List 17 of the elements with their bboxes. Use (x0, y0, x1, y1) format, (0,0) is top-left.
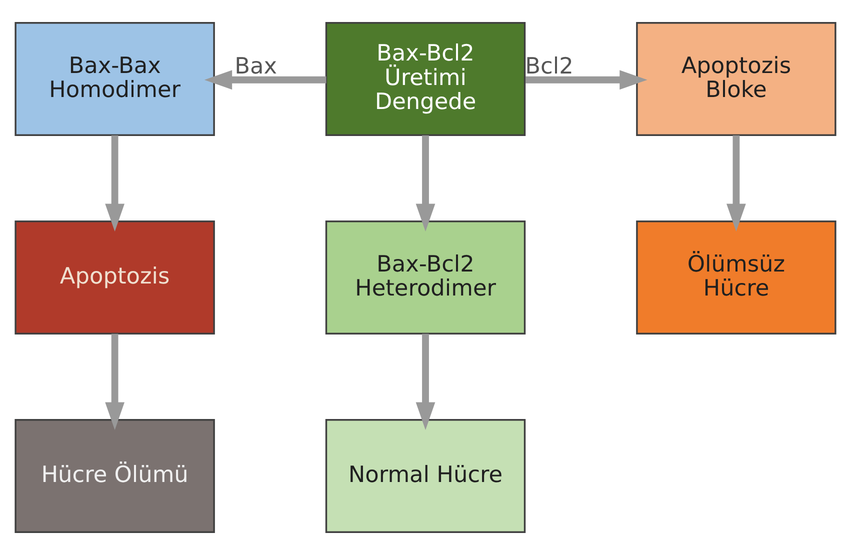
arrow (526, 70, 648, 90)
node-box: Normal Hücre (325, 418, 526, 532)
arrow (204, 70, 326, 90)
node-box: Ölümsüz Hücre (636, 220, 836, 334)
edge-label: Bax (234, 53, 278, 80)
node-box: Bax-Bcl2 Heterodimer (325, 220, 526, 334)
node-box: Bax-Bax Homodimer (14, 22, 215, 136)
node-box: Hücre Ölümü (14, 418, 215, 532)
node-box: Bax-Bcl2 Üretimi Dengede (325, 22, 526, 136)
arrow (105, 134, 124, 231)
arrow (726, 134, 746, 231)
arrow (105, 333, 124, 430)
arrow (416, 134, 436, 231)
arrow (416, 333, 436, 430)
node-box: Apoptozis Bloke (636, 22, 836, 136)
node-box: Apoptozis (14, 220, 215, 334)
edge-label: Bcl2 (525, 53, 574, 80)
